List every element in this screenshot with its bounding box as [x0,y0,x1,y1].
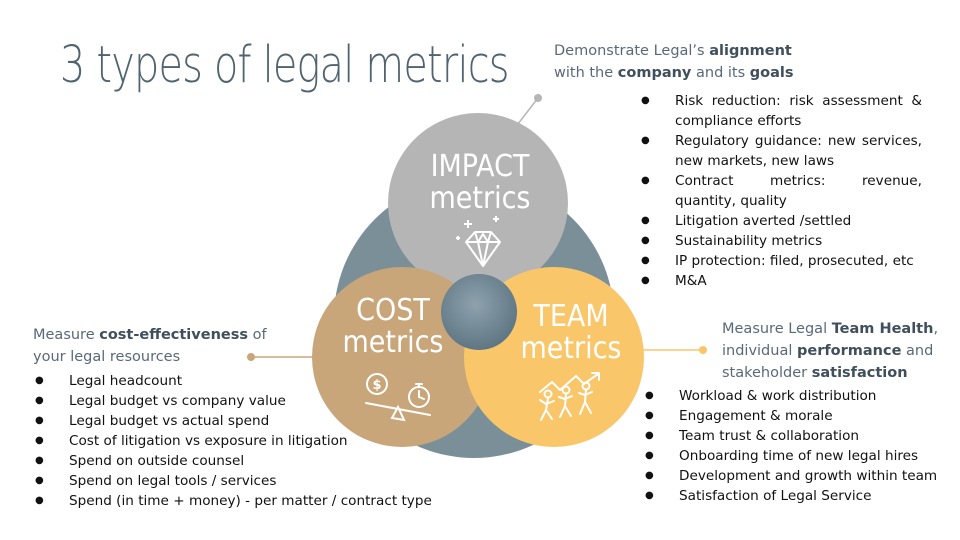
cost-metric-item: Spend on outside counsel [35,451,455,471]
team-heading-run: individual [722,343,797,359]
cost-metric-item: Spend (in time + money) - per matter / c… [35,491,455,511]
team-metric-item: Workload & work distribution [645,386,945,406]
team-heading-run: performance [796,343,902,359]
impact-circle [388,113,568,293]
impact-metric-item: Sustainability metrics [641,231,922,251]
cost-metrics-list: Legal headcountLegal budget vs company v… [35,371,455,511]
impact-heading-run: goals [749,65,794,81]
impact-connector-dot [534,94,542,102]
impact-label-line1: IMPACT [431,149,530,184]
impact-metric-item: Risk reduction: risk assessment & compli… [641,91,922,131]
diamond-icon [456,216,501,267]
team-heading-run: Measure Legal [722,321,832,337]
impact-metric-item: Contract metrics: revenue, quantity, qua… [641,171,922,211]
impact-heading-run: and its [691,65,750,81]
impact-heading: Demonstrate Legal’s alignment with the co… [554,40,794,84]
impact-metric-item: M&A [641,271,922,291]
impact-heading-run: Demonstrate Legal’s [554,43,710,59]
team-heading-run: stakeholder [722,365,812,381]
team-label-line1: TEAM [532,299,608,334]
cost-connector-dot [247,353,255,361]
team-label-line2: metrics [521,331,622,366]
team-metric-item: Onboarding time of new legal hires [645,446,945,466]
cost-metric-item: Legal budget vs company value [35,391,455,411]
cost-heading-run: your legal resources [33,349,181,365]
impact-heading-run: company [617,65,692,81]
team-heading-run: and [901,343,934,359]
page-title: 3 types of legal metrics [60,36,510,95]
cost-metric-item: Cost of litigation vs exposure in litiga… [35,431,455,451]
cost-heading-run: Measure [33,327,100,343]
team-metric-item: Satisfaction of Legal Service [645,486,945,506]
cost-metric-item: Legal budget vs actual spend [35,411,455,431]
cost-label-line2: metrics [343,325,444,360]
cost-label-line1: COST [356,293,430,328]
impact-heading-run: alignment [709,43,792,59]
team-heading-run: Team Health [831,321,934,337]
team-growth-icon [539,372,600,421]
cost-heading-run: of [248,327,267,343]
cost-heading-run: cost-effectiveness [99,327,248,343]
team-connector-dot [699,346,707,354]
team-heading-run: satisfaction [811,365,908,381]
impact-metrics-list: Risk reduction: risk assessment & compli… [641,91,922,291]
impact-metric-item: Regulatory guidance: new services, new m… [641,131,922,171]
team-metric-item: Development and growth within team [645,466,945,486]
cost-metric-item: Spend on legal tools / services [35,471,455,491]
impact-label-line2: metrics [430,181,531,216]
impact-metric-item: Litigation averted /settled [641,211,922,231]
center-circle [441,274,517,350]
team-metrics-list: Workload & work distributionEngagement &… [645,386,945,506]
team-metric-item: Team trust & collaboration [645,426,945,446]
impact-metric-item: IP protection: filed, prosecuted, etc [641,251,922,271]
team-heading-run: , [933,321,939,337]
team-metric-item: Engagement & morale [645,406,945,426]
impact-heading-run: with the [554,65,618,81]
cost-heading: Measure cost-effectiveness of your legal … [33,324,267,368]
cost-metric-item: Legal headcount [35,371,455,391]
team-heading: Measure Legal Team Health, individual per… [722,318,938,384]
